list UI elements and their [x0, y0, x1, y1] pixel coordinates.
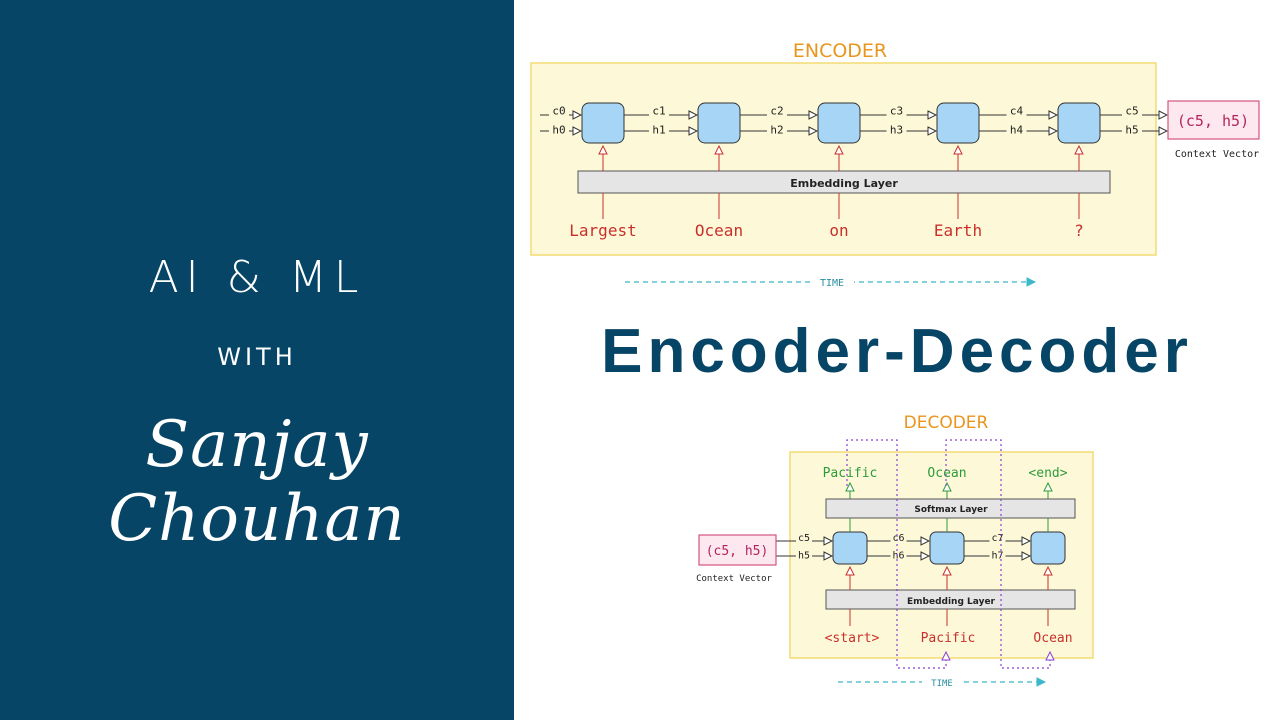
decoder-lstm-cell — [1030, 531, 1066, 565]
encoder-cell-state-label: c4 — [1010, 105, 1024, 118]
decoder-cell-state-label: c7 — [991, 533, 1003, 544]
encoder-state-label-bg — [886, 106, 907, 117]
encoder-input-token: Ocean — [695, 221, 743, 240]
encoder-lstm-cell — [817, 102, 861, 144]
decoder-state-label-bg — [890, 533, 907, 542]
encoder-inputs: Largest Ocean on Earth? — [569, 146, 1084, 240]
encoder-input-token: ? — [1074, 221, 1084, 240]
encoder-cell-state-label: c2 — [770, 105, 783, 118]
decoder-input-token: Ocean — [1033, 631, 1072, 646]
encoder-lstm-cell — [697, 102, 741, 144]
encoder-cell-state-label: c1 — [652, 105, 665, 118]
encoder-lstm-cell — [936, 102, 980, 144]
encoder-lstm-cell — [1057, 102, 1101, 144]
decoder-time-label: TIME — [931, 679, 953, 689]
encoder-context-vector-box — [1167, 100, 1260, 140]
encoder-hidden-state-label: h1 — [652, 124, 665, 137]
encoder-state-label-bg — [1122, 106, 1142, 117]
encoder-state-label-bg — [767, 106, 787, 117]
encoder-state-label-bg — [649, 106, 669, 117]
decoder-embedding-layer — [825, 589, 1076, 610]
decoder-state-label-bg — [989, 533, 1006, 542]
encoder-time-label: TIME — [820, 278, 844, 289]
decoder-lstm-cell — [929, 531, 965, 565]
decoder-lstm-cell — [832, 531, 868, 565]
decoder-state-label-bg — [796, 550, 812, 559]
decoder-cells — [832, 518, 1066, 565]
encoder-cells — [581, 102, 1101, 144]
decoder-state-label-bg — [989, 550, 1006, 559]
decoder-outputs: Pacific Ocean <end> — [823, 466, 1068, 499]
encoder-cell-state-label: c5 — [1125, 105, 1138, 118]
encoder-hidden-state-label: h2 — [770, 124, 783, 137]
encoder-state-label-bg — [649, 124, 669, 135]
encoder-time-bg — [810, 275, 854, 288]
branding-panel: AI & ML WITH Sanjay Chouhan — [0, 0, 514, 720]
decoder-context-vector-box — [698, 534, 777, 566]
decoder-softmax-label: Softmax Layer — [914, 505, 988, 515]
decoder-context-label: Context Vector — [696, 574, 772, 584]
encoder-hidden-state-label: h3 — [890, 124, 903, 137]
with-label: WITH — [217, 343, 297, 371]
main-title: Encoder-Decoder — [601, 317, 1193, 386]
encoder-embedding-layer — [577, 170, 1111, 194]
encoder-state-label-bg — [1006, 106, 1027, 117]
decoder-input-token: Pacific — [921, 631, 976, 646]
encoder-context-vector: (c5, h5) — [1177, 112, 1249, 130]
decoder-title: DECODER — [904, 413, 989, 433]
encoder-box — [530, 62, 1157, 256]
decoder-output-token: <end> — [1028, 466, 1067, 481]
encoder-hidden-state-label: h4 — [1010, 124, 1024, 137]
decoder-input-token: <start> — [825, 631, 880, 646]
encoder-title: ENCODER — [793, 40, 887, 62]
decoder-state-label-bg — [890, 550, 907, 559]
encoder-lstm-cell — [581, 102, 625, 144]
encoder-input-token: Largest — [569, 221, 636, 240]
decoder-embedding-label: Embedding Layer — [907, 597, 996, 607]
encoder-state-label-bg — [1006, 124, 1027, 135]
encoder-hidden-state-label: h0 — [552, 124, 565, 137]
encoder-context-label: Context Vector — [1175, 149, 1259, 160]
encoder-hidden-state-label: h5 — [1125, 124, 1138, 137]
encoder-state-label-bg — [549, 106, 569, 117]
encoder-input-token: on — [829, 221, 848, 240]
decoder-context-vector: (c5, h5) — [706, 544, 769, 559]
encoder-state-label-bg — [549, 124, 569, 135]
series-title: AI & ML — [148, 252, 366, 303]
feedback-loop-pacific — [846, 439, 946, 669]
encoder-state-label-bg — [1122, 124, 1142, 135]
decoder-state-label-bg — [796, 533, 812, 542]
encoder-state-label-bg — [767, 124, 787, 135]
decoder-hidden-state-label: h5 — [798, 551, 810, 562]
decoder-output-token: Ocean — [927, 466, 966, 481]
decoder-inputs: <start> Pacific Ocean — [825, 567, 1073, 646]
decoder-hidden-state-label: h6 — [892, 551, 904, 562]
decoder-output-token: Pacific — [823, 466, 878, 481]
encoder-cell-state-label: c3 — [890, 105, 903, 118]
encoder-embedding-label: Embedding Layer — [790, 177, 898, 190]
decoder-cell-state-label: c6 — [892, 533, 904, 544]
encoder-input-token: Earth — [934, 221, 982, 240]
decoder-time-bg — [922, 676, 962, 688]
encoder-state-arrows: c0 h0 c1 h1 c2 h2 c3 h3 c4 h4 c5 h5 — [540, 105, 1167, 137]
author-name: Sanjay Chouhan — [108, 408, 406, 556]
feedback-loop-ocean — [945, 439, 1050, 669]
encoder-cell-state-label: c0 — [552, 105, 565, 118]
decoder-hidden-state-label: h7 — [991, 551, 1003, 562]
decoder-softmax-layer — [825, 498, 1076, 519]
decoder-state-arrows: c5 h5 c6 h6 c7 h7 — [776, 533, 1030, 562]
decoder-cell-state-label: c5 — [798, 533, 810, 544]
encoder-state-label-bg — [886, 124, 907, 135]
